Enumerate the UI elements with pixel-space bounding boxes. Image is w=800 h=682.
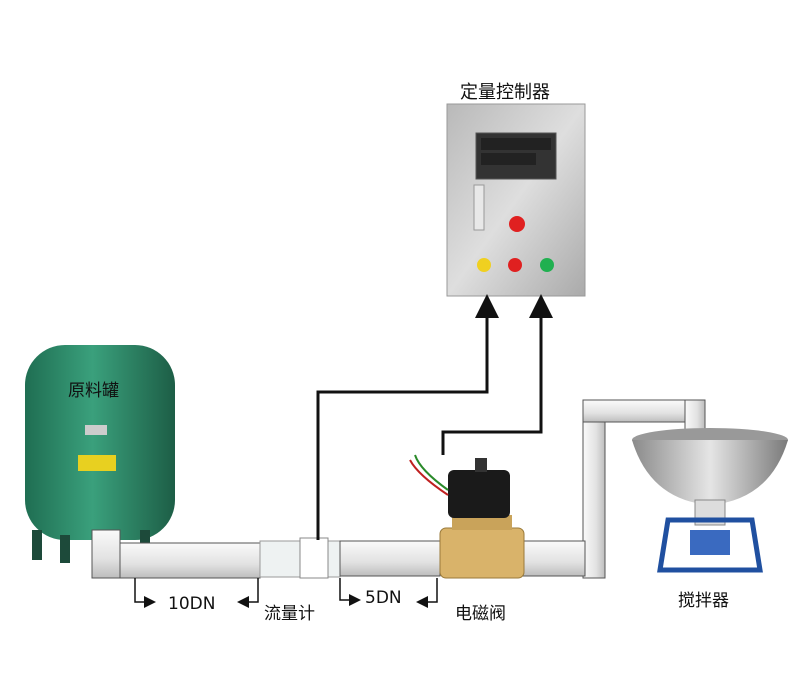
quantitative-controller-panel	[446, 103, 586, 297]
solenoid-valve	[409, 454, 525, 579]
flowmeter-label: 流量计	[264, 604, 315, 624]
outlet-pipe	[582, 399, 706, 579]
mixer	[632, 428, 788, 573]
dimension-markers	[134, 578, 438, 608]
flowmeter-signal-wire	[316, 294, 499, 540]
main-pipeline	[91, 529, 586, 579]
mixer-label: 搅拌器	[678, 591, 729, 611]
pipe-10dn-label: 10DN	[168, 594, 216, 614]
controller-label: 定量控制器	[460, 82, 550, 103]
signal-wires	[316, 294, 553, 540]
valve-label: 电磁阀	[455, 604, 506, 624]
tank-label: 原料罐	[68, 381, 119, 401]
valve-control-wire	[441, 294, 553, 455]
pipe-5dn-label: 5DN	[365, 588, 402, 608]
